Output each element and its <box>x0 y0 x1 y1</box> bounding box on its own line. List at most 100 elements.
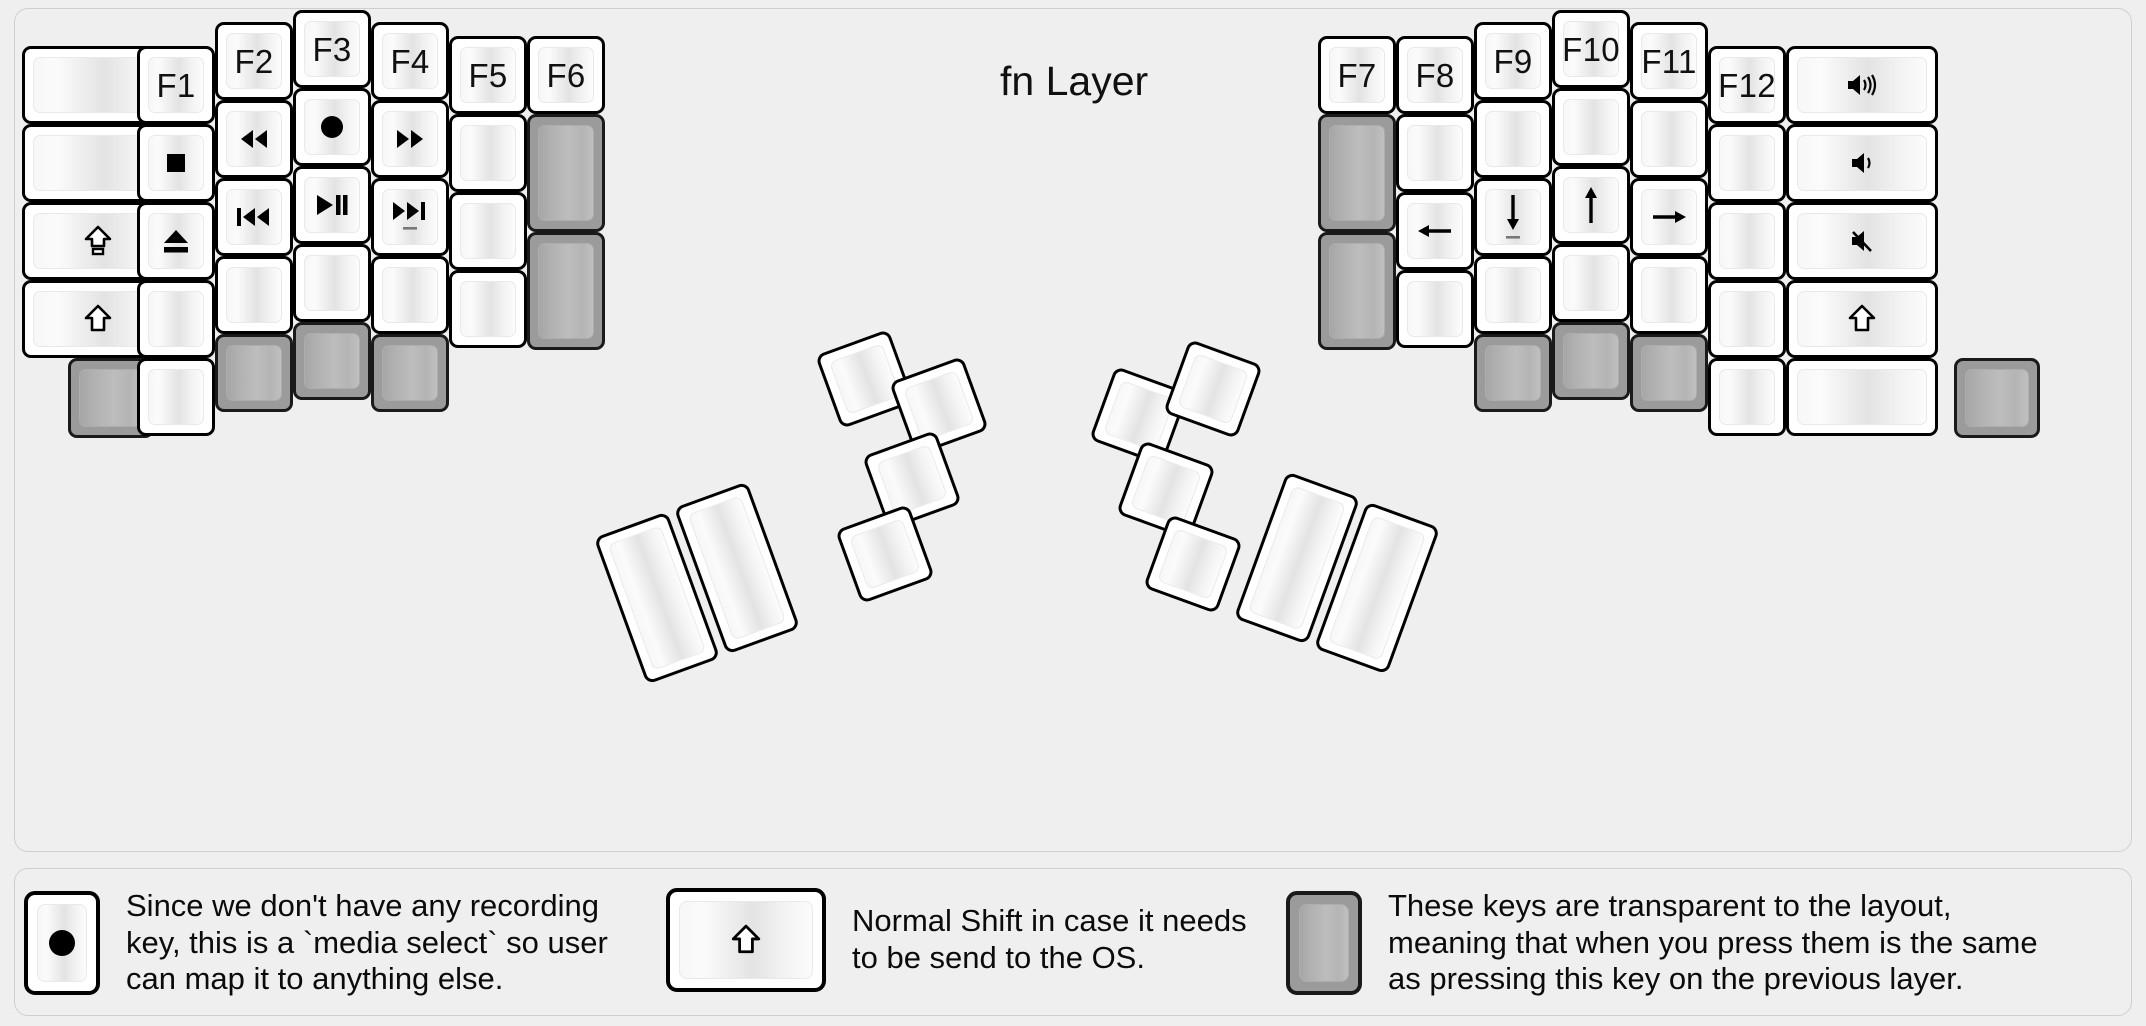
keycap-face: F7 <box>1329 47 1385 103</box>
key-right-ring-4[interactable] <box>1630 256 1708 334</box>
key-right-innermost-transparent-2[interactable] <box>1318 232 1396 350</box>
legend-key-record[interactable] <box>24 890 100 995</box>
key-left-media-ffwd[interactable] <box>371 100 449 178</box>
key-left-media-eject[interactable] <box>137 202 215 280</box>
key-right-arrow-right[interactable] <box>1630 178 1708 256</box>
keycap-face: F3 <box>304 21 360 77</box>
key-left-media-rewind[interactable] <box>215 100 293 178</box>
keycap-face <box>1797 135 1927 191</box>
key-left-innermost-transparent-2[interactable] <box>527 232 605 350</box>
arrow-down-icon <box>1501 193 1525 241</box>
key-right-f9[interactable]: F9 <box>1474 22 1552 100</box>
keycap-face: F6 <box>538 47 594 103</box>
key-right-f11[interactable]: F11 <box>1630 22 1708 100</box>
key-left-media-play-pause[interactable] <box>293 166 371 244</box>
key-right-middle-transparent[interactable] <box>1552 322 1630 400</box>
key-right-inner-4[interactable] <box>1396 270 1474 348</box>
legend-item-transparent: These keys are transparent to the layout… <box>1286 888 2038 998</box>
key-right-middle-4[interactable] <box>1552 244 1630 322</box>
keycap-face <box>829 343 901 415</box>
key-right-f8[interactable]: F8 <box>1396 36 1474 114</box>
legend-description: Since we don't have any recording key, t… <box>126 888 608 997</box>
keycap-face <box>1299 903 1349 982</box>
key-right-arrow-up[interactable] <box>1552 166 1630 244</box>
key-right-pinky-5[interactable] <box>1708 358 1786 436</box>
key-left-media-next[interactable] <box>371 178 449 256</box>
key-right-volume-up[interactable] <box>1786 46 1938 124</box>
key-left-ring-4[interactable] <box>215 256 293 334</box>
key-left-middle-4[interactable] <box>293 244 371 322</box>
key-right-pinky-3[interactable] <box>1708 202 1786 280</box>
key-left-ring-transparent[interactable] <box>215 334 293 412</box>
keycap-face <box>1485 345 1541 401</box>
key-left-index-transparent[interactable] <box>371 334 449 412</box>
keycap-face <box>37 903 87 982</box>
key-right-f12[interactable]: F12 <box>1708 46 1786 124</box>
keycap-face: F5 <box>460 47 516 103</box>
legend-key-transparent[interactable] <box>1286 890 1362 995</box>
key-label: F1 <box>156 66 196 104</box>
key-right-index-2[interactable] <box>1474 100 1552 178</box>
key-left-f6[interactable]: F6 <box>527 36 605 114</box>
keycap-face <box>1719 369 1775 425</box>
shift-icon <box>84 304 112 334</box>
key-left-inner-4[interactable] <box>449 270 527 348</box>
keycap-face <box>1719 135 1775 191</box>
caps-lock-shift-icon <box>84 225 112 257</box>
key-label: F6 <box>546 56 586 94</box>
key-left-f3[interactable]: F3 <box>293 10 371 88</box>
keycap-face <box>1563 177 1619 233</box>
keycap-face <box>148 291 204 347</box>
key-left-innermost-transparent-1[interactable] <box>527 114 605 232</box>
key-left-media-record[interactable] <box>293 88 371 166</box>
arrow-up-icon <box>1579 185 1603 225</box>
keycap-face: F8 <box>1407 47 1463 103</box>
keycap-face <box>1719 291 1775 347</box>
media-play-pause-icon <box>314 193 350 217</box>
key-right-volume-down[interactable] <box>1786 124 1938 202</box>
key-left-pinky-4[interactable] <box>137 280 215 358</box>
key-left-f1[interactable]: F1 <box>137 46 215 124</box>
key-left-index-4[interactable] <box>371 256 449 334</box>
media-next-track-icon <box>391 200 429 234</box>
key-left-media-stop[interactable] <box>137 124 215 202</box>
keycap-face <box>79 369 143 427</box>
key-left-inner-3[interactable] <box>449 192 527 270</box>
keycap-face <box>1641 189 1697 245</box>
key-right-ring-2[interactable] <box>1630 100 1708 178</box>
keycap-face <box>1641 345 1697 401</box>
key-left-f5[interactable]: F5 <box>449 36 527 114</box>
key-right-arrow-left[interactable] <box>1396 192 1474 270</box>
key-left-middle-transparent[interactable] <box>293 322 371 400</box>
keycap-face <box>1130 454 1202 526</box>
key-left-f2[interactable]: F2 <box>215 22 293 100</box>
key-right-inner-2[interactable] <box>1396 114 1474 192</box>
key-right-outer-bottom-transparent[interactable] <box>1954 358 2040 438</box>
media-rewind-icon <box>237 128 271 150</box>
key-right-index-4[interactable] <box>1474 256 1552 334</box>
keycap-face <box>226 267 282 323</box>
key-right-middle-2[interactable] <box>1552 88 1630 166</box>
key-right-pinky-4[interactable] <box>1708 280 1786 358</box>
key-right-f10[interactable]: F10 <box>1552 10 1630 88</box>
key-right-innermost-transparent-1[interactable] <box>1318 114 1396 232</box>
key-left-pinky-5[interactable] <box>137 358 215 436</box>
key-right-arrow-down[interactable] <box>1474 178 1552 256</box>
key-right-f7[interactable]: F7 <box>1318 36 1396 114</box>
key-left-f4[interactable]: F4 <box>371 22 449 100</box>
keycap-face <box>1563 333 1619 389</box>
key-right-shift[interactable] <box>1786 280 1938 358</box>
key-label: F2 <box>234 42 274 80</box>
key-right-pinky-2[interactable] <box>1708 124 1786 202</box>
key-right-ring-transparent[interactable] <box>1630 334 1708 412</box>
key-left-media-prev[interactable] <box>215 178 293 256</box>
keycap-face <box>1797 213 1927 269</box>
key-left-inner-2[interactable] <box>449 114 527 192</box>
keycap-face <box>304 99 360 155</box>
key-right-volume-mute[interactable] <box>1786 202 1938 280</box>
key-right-outer-5[interactable] <box>1786 358 1938 436</box>
key-right-index-transparent[interactable] <box>1474 334 1552 412</box>
legend-key-shift[interactable] <box>666 888 826 992</box>
key-label: F3 <box>312 30 352 68</box>
